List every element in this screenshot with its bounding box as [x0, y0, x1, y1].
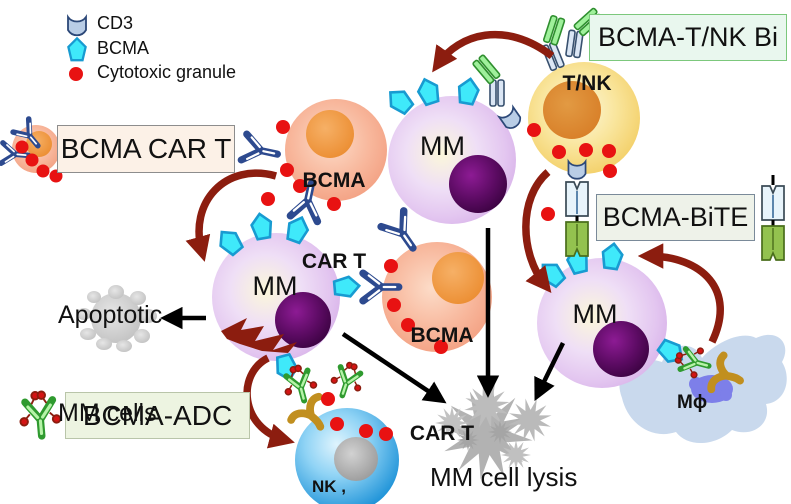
apoptotic-mm-cell [77, 285, 157, 352]
bispecific-antibody-icon [471, 53, 505, 107]
anti-bcma-scfv-icon [565, 221, 589, 257]
car-t-cell-center-label: BCMA CAR T [409, 324, 475, 445]
legend-icons [67, 16, 87, 81]
bite-molecule-free [761, 175, 785, 261]
car-t-cell-top [285, 99, 387, 201]
adc-antibody-icon [328, 359, 367, 400]
mm-nucleus [449, 155, 507, 213]
mm-cell-left-label: MM [252, 271, 298, 301]
damage-crack [221, 318, 297, 353]
label-bcma-car-t: BCMA CAR T [57, 125, 235, 173]
mm-nucleus [275, 292, 331, 348]
mm-cell-top-label: MM [420, 131, 465, 161]
macrophage-label: Mϕ [677, 392, 708, 413]
bcma-antigen-icon [414, 75, 443, 108]
adc-antibody-icon [18, 390, 62, 438]
legend-label-cd3: CD3 [97, 13, 134, 33]
legend-label-bcma: BCMA [97, 38, 150, 58]
nk-monocyte-label: NK , Monocyte [312, 476, 346, 496]
label-bcma-adc: BCMA-ADC [65, 392, 250, 439]
mm-cell-right-label: MM [572, 299, 618, 329]
label-bcma-bite: BCMA-BiTE [596, 194, 755, 241]
arrow-to-lysis-left [341, 332, 447, 404]
attack-arrow-tnk-side [522, 169, 552, 293]
cytotoxic-granule-icon [69, 67, 83, 81]
tnk-cell-label: T/NK [562, 72, 612, 95]
label-bcma-tnk-bi: BCMA-T/NK Bi [589, 14, 787, 61]
label-bcma-car-t-text: BCMA CAR T [60, 133, 232, 164]
car-receptor-icon [241, 134, 280, 167]
anti-cd3-scfv-icon [761, 185, 785, 221]
attack-arrow-tnk-top [432, 30, 555, 73]
tnk-nucleus [543, 81, 601, 139]
label-bcma-bite-text: BCMA-BiTE [602, 202, 749, 232]
macrophage-cell [619, 334, 787, 444]
anti-cd3-scfv-icon [565, 181, 589, 217]
bite-molecule-main [565, 160, 589, 257]
bcma-antigen-icon [455, 75, 482, 107]
mm-cell-right [537, 258, 667, 388]
bcma-antigen-icon [248, 210, 275, 242]
arrow-to-lysis-right [534, 342, 566, 402]
attack-arrow-macrophage [637, 243, 724, 344]
apoptotic-annotation: Apoptotic MM cells [58, 301, 163, 427]
mm-cell-top [388, 96, 516, 224]
bcma-antigen-icon [67, 37, 87, 62]
label-bcma-adc-text: BCMA-ADC [82, 399, 233, 431]
lysis-annotation: MM cell lysis [430, 462, 578, 492]
anti-bcma-scfv-icon [761, 225, 785, 261]
nk-nucleus [334, 437, 378, 481]
cd3-receptor-icon [67, 16, 87, 37]
mm-cell-left [212, 233, 340, 361]
nk-monocyte-cell [295, 408, 399, 504]
attack-arrow-cart [185, 169, 278, 262]
lysis-arrows [160, 228, 566, 404]
label-bcma-tnk-bi-text: BCMA-T/NK Bi [597, 22, 778, 52]
mm-nucleus [593, 321, 649, 377]
legend-label-granule: Cytotoxic granule [97, 62, 237, 82]
car-t-nucleus [306, 110, 354, 158]
car-t-nucleus [432, 252, 484, 304]
car-t-cell-top-label: BCMA CAR T [301, 168, 367, 274]
